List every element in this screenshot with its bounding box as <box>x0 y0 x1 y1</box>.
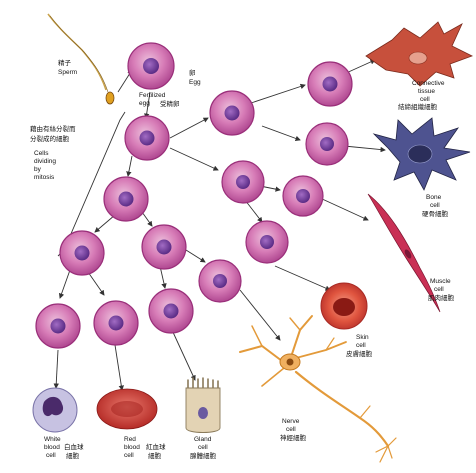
fertilized-egg-label-en-2: egg <box>139 100 150 107</box>
bone-label-en-1: Bone <box>426 194 442 201</box>
skin-label-en-1: Skin <box>356 334 369 341</box>
red-blood-label-zh-2: 細胞 <box>148 452 161 460</box>
gland-label-zh: 腺體細胞 <box>190 452 216 460</box>
red-blood-cell-illustration <box>96 388 158 430</box>
gland-cell-illustration <box>185 377 221 433</box>
white-blood-label-zh-1: 白血球 <box>64 443 84 451</box>
red-blood-label-en-1: Red <box>124 436 136 443</box>
stem-cell <box>209 90 255 136</box>
white-blood-label-en-1: White <box>44 436 61 443</box>
red-blood-label-en-2: blood <box>124 444 140 451</box>
mitosis-label-en-2: dividing <box>34 158 57 165</box>
stem-cell <box>35 303 81 349</box>
stem-cell <box>305 122 349 166</box>
stem-cell <box>141 224 187 270</box>
fertilized-egg-label-en-1: Fertilized <box>139 92 166 99</box>
stem-cell <box>245 220 289 264</box>
connective-label-en-1: Connective <box>412 80 445 87</box>
connective-label-en-3: cell <box>420 96 430 103</box>
stem-cell <box>282 175 324 217</box>
bone-cell-illustration <box>372 117 471 191</box>
red-blood-label-zh-1: 紅血球 <box>146 443 166 451</box>
sperm-label-en: Sperm <box>58 69 78 76</box>
muscle-label-en-1: Muscle <box>430 278 451 285</box>
skin-label-zh: 皮膚細胞 <box>346 350 372 358</box>
connective-tissue-cell-illustration <box>365 21 474 87</box>
skin-label-en-2: cell <box>356 342 366 349</box>
nerve-label-en-1: Nerve <box>282 418 300 425</box>
bone-label-zh: 硬骨細胞 <box>422 210 448 218</box>
white-blood-label-en-3: cell <box>46 452 56 459</box>
stem-cell <box>307 61 353 107</box>
connective-label-en-2: tissue <box>418 88 435 95</box>
gland-label-en-1: Gland <box>194 436 212 443</box>
nerve-label-zh: 神經細胞 <box>280 434 306 442</box>
fertilized-egg-label-zh: 受精卵 <box>160 100 180 108</box>
mitosis-label-zh-1: 藉由有絲分裂而 <box>30 125 76 133</box>
arrows <box>53 59 386 391</box>
egg-label-en: Egg <box>189 79 201 86</box>
white-blood-label-en-2: blood <box>44 444 60 451</box>
stem-cell <box>198 259 242 303</box>
muscle-label-en-2: cell <box>434 286 444 293</box>
mitosis-label-en-1: Cells <box>34 150 49 157</box>
mitosis-label-zh-2: 分裂成的細胞 <box>30 135 69 143</box>
stem-cell <box>103 176 149 222</box>
egg-label-zh: 卵 <box>189 69 196 77</box>
skin-cell-illustration <box>320 282 368 330</box>
muscle-cell-illustration <box>367 193 441 313</box>
gland-label-en-2: cell <box>198 444 208 451</box>
sperm-illustration <box>47 13 115 105</box>
nerve-cell-illustration <box>239 315 397 463</box>
mitosis-label-en-3: by <box>34 166 41 173</box>
mitosis-label-en-4: mitosis <box>34 174 55 181</box>
bone-label-en-2: cell <box>430 202 440 209</box>
stem-cell <box>221 160 265 204</box>
red-blood-label-en-3: cell <box>124 452 134 459</box>
stem-cell <box>148 288 194 334</box>
stem-cells <box>35 42 353 349</box>
white-blood-cell-illustration <box>32 387 78 433</box>
white-blood-label-zh-2: 細胞 <box>66 452 79 460</box>
stem-cell <box>59 230 105 276</box>
stem-cell <box>93 300 139 346</box>
nerve-label-en-2: cell <box>286 426 296 433</box>
egg-cell <box>127 42 175 90</box>
fertilized-egg-cell <box>124 115 170 161</box>
sperm-label-zh: 精子 <box>58 59 71 67</box>
muscle-label-zh: 肌肉細胞 <box>428 294 454 302</box>
connective-label-zh: 結締組織細胞 <box>398 103 437 111</box>
